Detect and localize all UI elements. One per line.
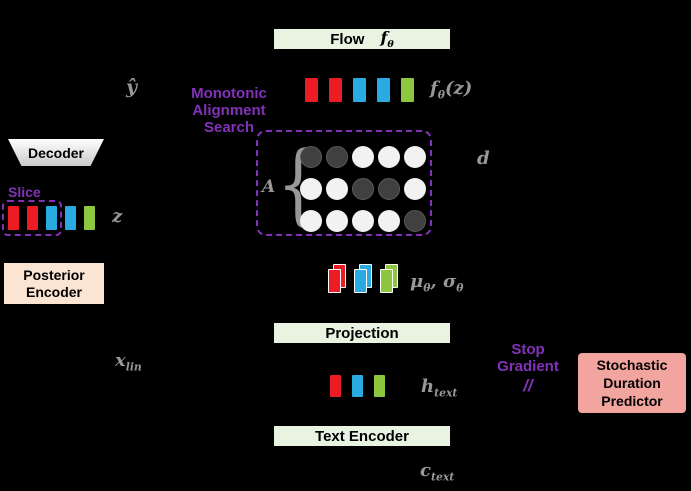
mas-label: Monotonic Alignment Search xyxy=(172,85,286,136)
projection-label: Projection xyxy=(325,324,399,342)
bar-red xyxy=(330,375,341,397)
posterior-encoder-box: Posterior Encoder xyxy=(2,261,106,306)
decoder-label: Decoder xyxy=(27,144,85,161)
bar-green xyxy=(374,375,385,397)
slice-label: Slice xyxy=(8,184,41,200)
decoder-box: Decoder xyxy=(8,139,104,166)
sdp-label: Duration xyxy=(603,375,661,391)
sdp-label: Predictor xyxy=(601,393,663,409)
flow-output-bars xyxy=(305,78,414,102)
bar-green xyxy=(84,206,95,230)
label-x-lin: xlin xyxy=(115,350,142,374)
alignment-dot-filled xyxy=(352,178,374,200)
label-f-theta-z: fθ(z) xyxy=(430,78,473,102)
alignment-matrix-row xyxy=(300,146,426,168)
stat-bar-pair-blue xyxy=(354,264,372,295)
sdp-box: Stochastic Duration Predictor xyxy=(576,351,688,415)
bar-red xyxy=(8,206,19,230)
label-h-text: htext xyxy=(421,376,458,400)
bar-green xyxy=(380,269,393,293)
alignment-dashed-box xyxy=(256,130,432,236)
stat-bar-pair-red xyxy=(328,264,346,295)
stop-gradient-line: Gradient xyxy=(497,358,559,375)
bar-red xyxy=(27,206,38,230)
text-encoder-label: Text Encoder xyxy=(315,427,409,445)
bar-green xyxy=(401,78,414,102)
alignment-dot-empty xyxy=(404,178,426,200)
alignment-dot-empty xyxy=(378,210,400,232)
alignment-dot-empty xyxy=(352,146,374,168)
flow-label: Flow xyxy=(330,30,365,48)
alignment-dot-empty xyxy=(378,146,400,168)
bar-blue xyxy=(46,206,57,230)
stop-gradient-label: Stop Gradient // xyxy=(494,341,562,394)
alignment-dot-empty xyxy=(326,210,348,232)
bar-red xyxy=(329,78,342,102)
alignment-dot-empty xyxy=(300,178,322,200)
z-bars xyxy=(8,206,95,230)
bar-red xyxy=(305,78,318,102)
alignment-dot-filled xyxy=(326,146,348,168)
bar-blue xyxy=(65,206,76,230)
bar-blue xyxy=(354,269,367,293)
slice-dashed-box xyxy=(2,200,62,236)
sdp-label: Stochastic xyxy=(596,357,668,373)
label-mu-sigma: μθ, σθ xyxy=(410,271,464,295)
stop-gradient-slash-icon: // xyxy=(523,376,533,395)
mas-line: Monotonic xyxy=(191,85,267,102)
label-c-text: ctext xyxy=(420,460,455,484)
stop-gradient-line: Stop xyxy=(511,341,545,358)
alignment-matrix-row xyxy=(300,178,426,200)
flow-box: Flow fθ xyxy=(272,27,452,51)
alignment-matrix-row xyxy=(300,210,426,232)
projection-box: Projection xyxy=(272,321,452,345)
flow-symbol: fθ xyxy=(380,27,394,51)
h-text-bars xyxy=(330,375,385,397)
alignment-dot-empty xyxy=(352,210,374,232)
alignment-matrix xyxy=(300,146,426,242)
bar-blue xyxy=(352,375,363,397)
label-y-hat: ŷ xyxy=(126,76,138,98)
alignment-dot-empty xyxy=(404,146,426,168)
alignment-dot-empty xyxy=(300,210,322,232)
label-A: A xyxy=(262,177,276,197)
bar-blue xyxy=(353,78,366,102)
posterior-encoder-label: Posterior xyxy=(23,266,85,283)
alignment-dot-empty xyxy=(326,178,348,200)
stat-bar-pair-green xyxy=(380,264,398,295)
label-d: d xyxy=(477,148,490,169)
bar-blue xyxy=(377,78,390,102)
alignment-dot-filled xyxy=(300,146,322,168)
mas-line: Alignment xyxy=(192,102,266,119)
alignment-dot-filled xyxy=(404,210,426,232)
bar-red xyxy=(328,269,341,293)
posterior-encoder-label: Encoder xyxy=(25,283,82,300)
stats-bars xyxy=(328,264,398,295)
mas-line: Search xyxy=(203,119,255,136)
alignment-dot-filled xyxy=(378,178,400,200)
label-z: z xyxy=(112,206,123,227)
text-encoder-box: Text Encoder xyxy=(272,424,452,448)
